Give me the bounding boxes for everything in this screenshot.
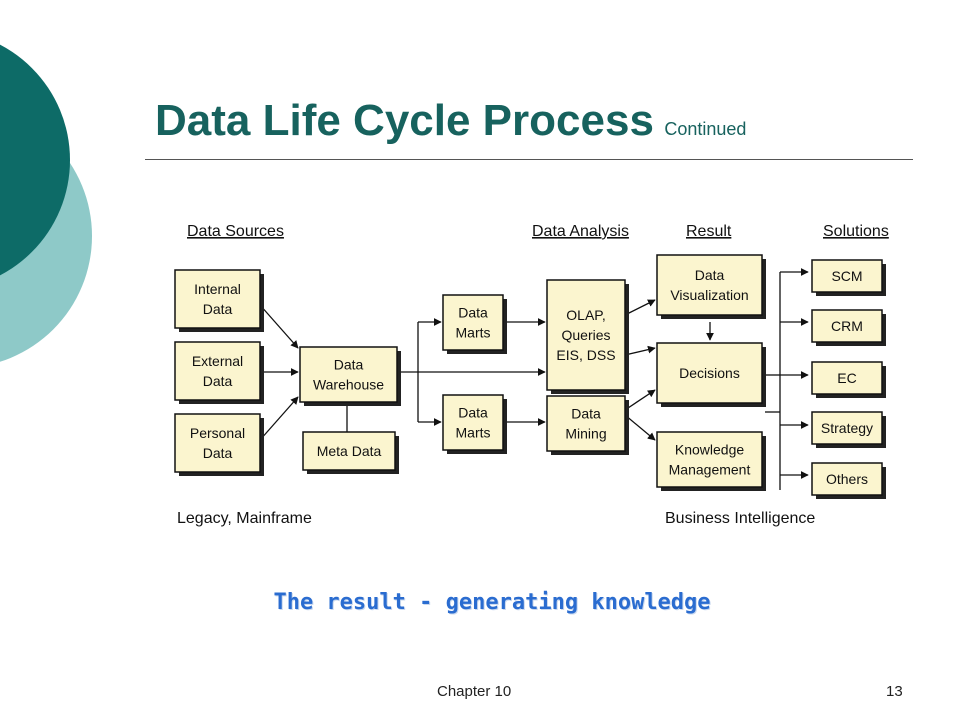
header-result: Result [686,223,732,240]
slide-title: Data Life Cycle Process Continued [155,96,746,146]
box-solution-others-label: Others [826,471,868,487]
box-olap-label: Queries [561,327,610,343]
box-data-marts-1-label: Data [458,305,488,321]
box-source-1-frame [174,269,261,329]
header-solutions: Solutions [823,223,889,240]
decorative-circles [0,44,92,362]
box-solution-ec-frame [811,361,883,395]
title-main: Data Life Cycle Process [155,96,654,145]
box-solution-crm: CRM [811,309,886,346]
title-divider [145,159,913,160]
data-lifecycle-diagram: Data Sources Data Analysis Result Soluti… [174,223,889,527]
box-meta-data-label: Meta Data [317,443,382,459]
box-source-2-label: Data [203,373,233,389]
box-solution-crm-frame [811,309,883,343]
box-solution-others-frame [811,462,883,496]
box-meta-data: Meta Data [302,431,399,474]
box-data-marts-2-label: Marts [456,425,491,441]
box-olap-label: EIS, DSS [556,347,615,363]
box-data-marts-2-label: Data [458,405,488,421]
box-data-visualization-label: Data [695,267,725,283]
box-solution-crm-label: CRM [831,318,863,334]
header-data-analysis: Data Analysis [532,223,629,240]
box-knowledge-management-label: Management [669,462,751,478]
footer-chapter: Chapter 10 [437,683,512,700]
box-data-marts-2-frame [442,394,504,451]
box-solution-strategy: Strategy [811,411,886,448]
box-data-warehouse-frame [299,346,398,403]
box-data-warehouse-label: Data [334,357,364,373]
box-solution-strategy-label: Strategy [821,420,873,436]
box-source-1-label: Internal [194,281,241,297]
box-data-warehouse-label: Warehouse [313,377,384,393]
box-data-marts-1-frame [442,294,504,351]
box-solution-others: Others [811,462,886,499]
box-data-mining-label: Data [571,406,601,422]
box-meta-data-frame [302,431,396,471]
box-data-marts-1-label: Marts [456,325,491,341]
box-source-1-label: Data [203,301,233,317]
footer-business-intelligence: Business Intelligence [665,510,815,527]
box-solution-scm: SCM [811,259,886,296]
box-data-visualization-label: Visualization [670,287,748,303]
box-data-mining-frame [546,395,626,452]
box-olap-label: OLAP, [566,307,605,323]
box-source-2-label: External [192,353,243,369]
title-subtitle: Continued [664,119,747,139]
box-decisions: Decisions [656,342,766,407]
box-source-3-label: Personal [190,425,245,441]
box-source-3-frame [174,413,261,473]
box-olap-frame [546,279,626,391]
box-data-visualization-frame [656,254,763,316]
box-data-mining-label: Mining [565,426,606,442]
dark-circle [0,44,70,276]
box-decisions-frame [656,342,763,404]
box-solution-scm-label: SCM [831,268,862,284]
slide-caption: The result - generating knowledge [273,590,711,615]
box-source-3-label: Data [203,445,233,461]
page-number: 13 [886,683,903,700]
box-source-2-frame [174,341,261,401]
box-knowledge-management-frame [656,431,763,488]
box-solution-ec-label: EC [837,370,856,386]
box-decisions-label: Decisions [679,365,740,381]
connectors [259,268,809,490]
header-data-sources: Data Sources [187,223,284,240]
box-knowledge-management-label: Knowledge [675,442,744,458]
box-solution-strategy-frame [811,411,883,445]
footer-legacy: Legacy, Mainframe [177,510,312,527]
box-solution-ec: EC [811,361,886,398]
box-solution-scm-frame [811,259,883,293]
diagram-boxes: InternalDataExternalDataPersonalDataData… [174,254,886,499]
